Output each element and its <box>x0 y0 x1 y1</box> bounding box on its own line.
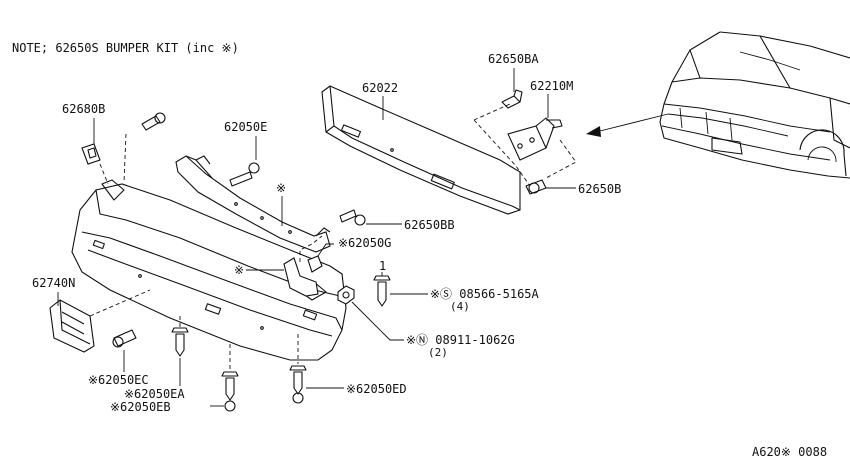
label-62210M: 62210M <box>530 79 573 93</box>
screw-08566-5165A <box>373 275 391 307</box>
bolt-62650B <box>525 179 547 195</box>
clip-62050EA <box>171 327 189 357</box>
side-bracket <box>283 257 319 297</box>
label-62050ED: ※62050ED <box>346 382 407 396</box>
direction-arrow <box>586 113 669 137</box>
label-62050EC: ※62050EC <box>88 373 149 387</box>
label-62050E: 62050E <box>224 120 267 134</box>
label-62680B: 62680B <box>62 102 105 116</box>
mark-1: ※ <box>276 181 286 195</box>
label-62650B: 62650B <box>578 182 621 196</box>
screw-62050E <box>229 162 260 187</box>
mark-num-1: 1 <box>379 259 386 273</box>
bracket-62210M <box>507 117 563 161</box>
lower-bracket-62740N <box>49 299 95 353</box>
label-62740N: 62740N <box>32 276 75 290</box>
bolt-62650BB <box>339 209 366 226</box>
label-62650BA: 62650BA <box>488 52 539 66</box>
mark-2: ※ <box>234 263 244 277</box>
label-62050G: ※62050G <box>338 236 391 250</box>
kit-note: NOTE; 62650S BUMPER KIT (inc ※) <box>12 41 239 55</box>
qty-08911-1062G: (2) <box>428 346 448 359</box>
clip-62050G <box>307 255 323 273</box>
qty-08566-5165A: (4) <box>450 300 470 313</box>
clip-62050EB <box>221 371 239 412</box>
screw-62050EC <box>112 329 137 348</box>
clip-62050ED <box>289 365 307 404</box>
label-62650BB: 62650BB <box>404 218 455 232</box>
label-08566-5165A: ※Ⓢ 08566-5165A <box>430 287 540 301</box>
label-62050EB: ※62050EB <box>110 400 171 414</box>
label-62022: 62022 <box>362 81 398 95</box>
nut-08911-1062G <box>337 285 355 305</box>
bumper-reinforcement-62022 <box>321 85 521 215</box>
vehicle-front-view <box>659 31 850 179</box>
screw-62680B <box>141 112 166 131</box>
label-08911-1062G: ※Ⓝ 08911-1062G <box>406 333 515 347</box>
upper-bracket-62050E <box>175 155 331 253</box>
clip-62680B <box>81 143 101 165</box>
label-62050EA: ※62050EA <box>124 387 185 401</box>
figure-id: A620※ 0088 <box>752 445 827 459</box>
bumper-fascia <box>71 179 347 361</box>
bolt-62650BA <box>501 89 523 109</box>
